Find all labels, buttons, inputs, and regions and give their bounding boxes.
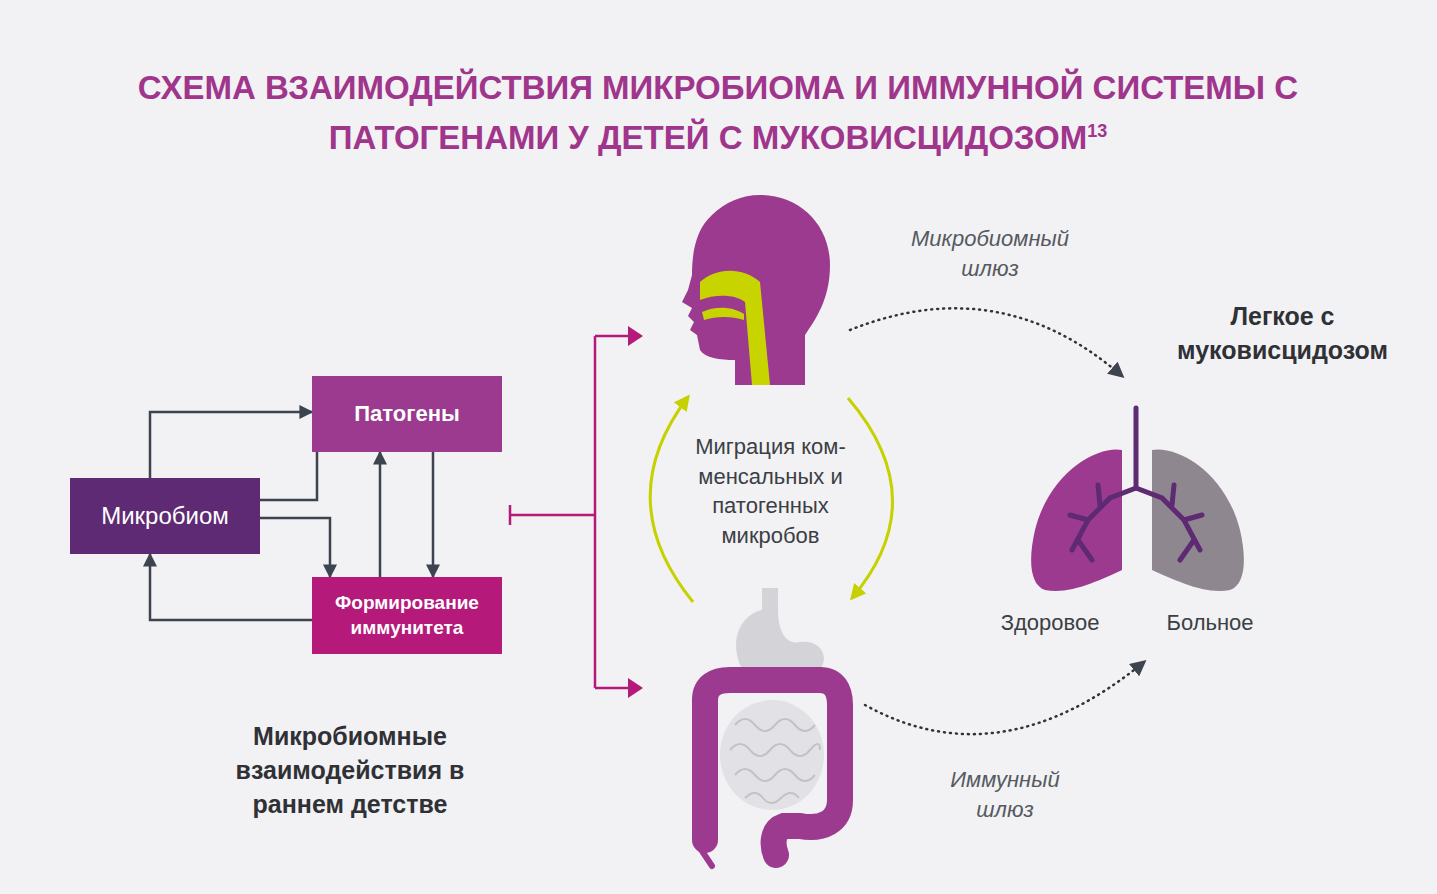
bracket-arrowhead [628, 326, 643, 346]
connector-arrow [150, 554, 312, 620]
section-label: Микробиомные взаимодействия в раннем дет… [205, 720, 495, 821]
immune-gateway-arrow [865, 662, 1144, 734]
connector-arrow [379, 452, 382, 577]
gateway-label: Микробиомный шлюз [890, 224, 1090, 283]
connector-arrow [260, 452, 317, 500]
title-text: СХЕМА ВЗАИМОДЕЙСТВИЯ МИКРОБИОМА И ИММУНН… [138, 69, 1298, 156]
diseased-lung [1152, 449, 1244, 591]
migration-arc-up [650, 397, 693, 602]
diagram-title: СХЕМА ВЗАИМОДЕЙСТВИЯ МИКРОБИОМА И ИММУНН… [123, 63, 1313, 163]
intestine-loops [730, 719, 820, 803]
process-box: Формирование иммунитета [312, 577, 502, 654]
reference-number: 13 [1087, 121, 1107, 141]
head-profile [682, 195, 830, 385]
process-box: Патогены [312, 376, 502, 452]
lung-label: Здоровое [975, 608, 1125, 638]
organ-label: Легкое с муковисцидозом [1140, 300, 1425, 368]
small-intestine [720, 700, 824, 810]
appendix [700, 848, 712, 866]
box-label: Патогены [354, 400, 459, 429]
bracket [510, 336, 630, 688]
healthy-lung [1031, 449, 1122, 591]
colon [705, 680, 840, 855]
box-label: Микробиом [101, 500, 229, 531]
connector-arrow [260, 518, 330, 577]
migration-arc-down [848, 398, 893, 598]
bracket-arrowhead [628, 678, 643, 698]
process-box: Микробиом [70, 478, 260, 554]
lung-label: Больное [1140, 608, 1280, 638]
gateway-label: Иммунный шлюз [920, 765, 1090, 824]
connector-arrow [150, 412, 312, 478]
mouth-cavity [702, 308, 744, 320]
bronchi [1070, 408, 1202, 560]
box-label: Формирование иммунитета [320, 591, 494, 640]
microbiome-gateway-arrow [850, 308, 1122, 376]
connector-arrow [432, 452, 435, 577]
airway [700, 271, 770, 385]
process-label: Миграция ком- менсальных и патогенных ми… [683, 432, 858, 551]
